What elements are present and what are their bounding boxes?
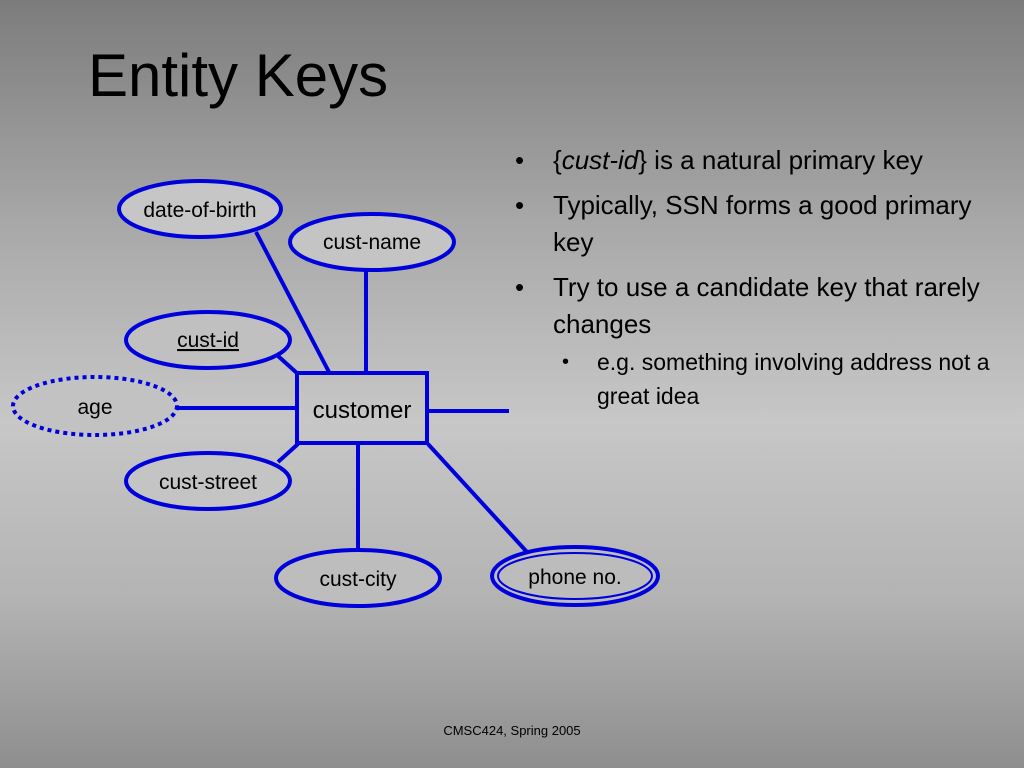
attr-cust-street-ellipse — [124, 451, 292, 511]
link-cust-id — [276, 354, 300, 376]
attr-cust-name-label: cust-name — [323, 231, 421, 254]
sub-bullet-list: e.g. something involving address not a g… — [512, 345, 992, 413]
slide-title: Entity Keys — [88, 42, 389, 109]
attr-cust-id-label: cust-id — [177, 329, 239, 352]
attr-age-label: age — [77, 396, 112, 419]
attr-cust-street-label: cust-street — [159, 471, 257, 494]
attr-phone-no-label: phone no. — [528, 566, 621, 589]
attr-cust-name-ellipse — [288, 212, 456, 272]
sub-bullet-address: e.g. something involving address not a g… — [512, 345, 992, 413]
link-date-of-birth — [254, 231, 332, 375]
bullet-candidate-key: Try to use a candidate key that rarely c… — [512, 269, 992, 413]
bullet-3-text: Try to use a candidate key that rarely c… — [553, 272, 980, 339]
attr-age-ellipse — [11, 375, 179, 437]
bullet-list: {cust-id} is a natural primary key Typic… — [512, 142, 992, 421]
entity-customer-label: customer — [313, 397, 412, 424]
attr-phone-no-outer-ellipse — [490, 545, 660, 607]
bullet-1-key: cust-id — [561, 145, 639, 175]
attr-cust-id-ellipse — [124, 310, 292, 370]
bullet-natural-key: {cust-id} is a natural primary key — [512, 142, 992, 179]
entity-customer-box — [295, 371, 429, 445]
attr-date-of-birth-ellipse — [117, 179, 283, 239]
link-phone-no — [426, 442, 529, 554]
link-cust-street — [276, 442, 300, 464]
attr-phone-no-inner-ellipse — [497, 552, 653, 600]
bullet-ssn: Typically, SSN forms a good primary key — [512, 187, 992, 261]
bullet-1-rest: } is a natural primary key — [638, 145, 923, 175]
attr-cust-city-ellipse — [274, 548, 442, 608]
slide-footer: CMSC424, Spring 2005 — [443, 723, 581, 738]
attr-date-of-birth-label: date-of-birth — [143, 199, 256, 222]
bullet-1-open-brace: { — [553, 145, 562, 175]
sub-bullet-address-text: e.g. something involving address not a g… — [597, 349, 990, 409]
attr-cust-city-label: cust-city — [319, 568, 397, 591]
